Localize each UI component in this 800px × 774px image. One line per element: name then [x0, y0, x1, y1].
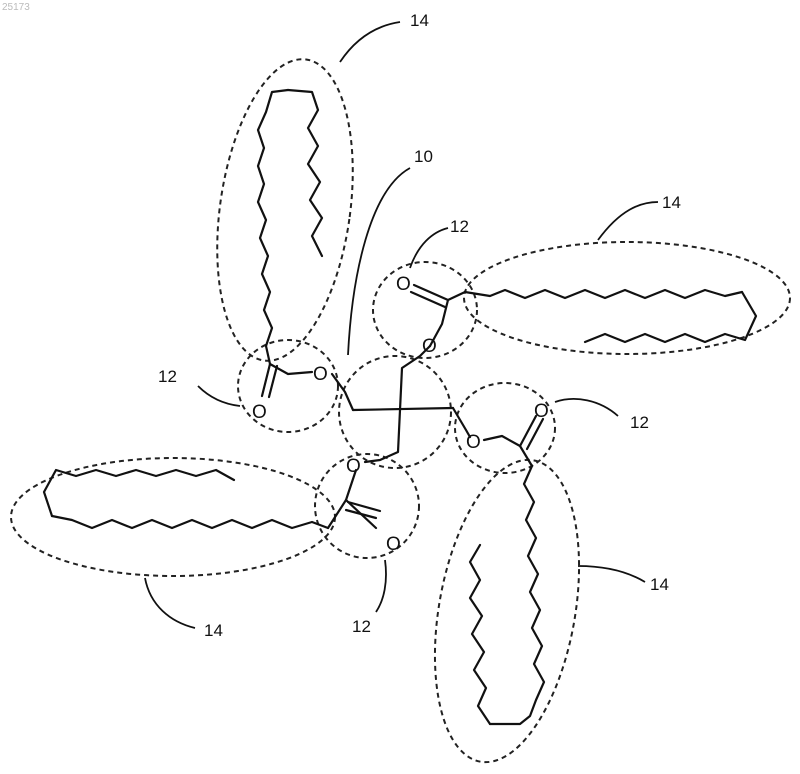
ref-label-ester-right: 12 — [630, 413, 649, 432]
chain-right-top-strand — [465, 290, 742, 298]
leader-ester-right-12 — [555, 399, 618, 416]
ester-bottom-bonds — [328, 470, 356, 528]
ref-label-ester-bottom: 12 — [352, 617, 371, 636]
ref-label-chain-top: 14 — [410, 11, 429, 30]
chain-right-bottom-strand — [585, 292, 756, 342]
leader-ester-bottom-12 — [376, 560, 386, 612]
leader-ester-tl-12 — [198, 386, 240, 406]
ester-bottom-oxygen: O — [346, 456, 361, 477]
figure-id-text: 25173 — [2, 2, 30, 13]
leader-chain-bl-14 — [145, 578, 195, 628]
ester-bottom-carbonyl-oxygen: O — [386, 534, 401, 555]
ref-label-ester-top-right: 12 — [450, 217, 469, 236]
ref-label-chain-bottom-right: 14 — [650, 575, 669, 594]
chain-bl-top-strand — [44, 470, 234, 516]
ester-enclosure-bottom — [315, 454, 419, 558]
ester-right-carbonyl-oxygen: O — [534, 401, 549, 422]
ester-tr-oxygen: O — [422, 336, 437, 357]
ester-tl-oxygen: O — [313, 364, 328, 385]
chain-top-left-strand — [258, 90, 288, 364]
leader-chain-right-14 — [598, 202, 658, 240]
ester-right-carbonyl-2 — [527, 419, 543, 449]
chain-enclosure-top — [199, 50, 370, 369]
ester-tl-carbonyl — [262, 364, 270, 396]
leader-chain-br-14 — [578, 566, 645, 582]
ester-bottom-carbonyl — [346, 510, 376, 518]
ester-right-bonds — [484, 436, 520, 446]
core-enclosure — [339, 356, 451, 468]
ester-tr-carbonyl — [414, 285, 448, 300]
leader-chain-top-14 — [340, 22, 400, 62]
ref-label-chain-bottom-left: 14 — [204, 621, 223, 640]
chain-br-left-strand — [470, 545, 490, 724]
ref-label-ester-top-left: 12 — [158, 367, 177, 386]
chain-top-right-strand — [288, 90, 322, 256]
chain-enclosure-right — [464, 242, 790, 354]
chain-bl-bottom-strand — [52, 516, 328, 528]
ester-tr-carbonyl-2 — [411, 292, 445, 307]
ester-tl-carbonyl-2 — [269, 366, 277, 397]
ref-label-chain-right: 14 — [662, 193, 681, 212]
ester-tl-carbonyl-oxygen: O — [252, 402, 267, 423]
ester-right-oxygen: O — [466, 432, 481, 453]
ref-label-core: 10 — [414, 147, 433, 166]
ester-tr-carbonyl-oxygen: O — [396, 274, 411, 295]
chain-br-right-strand — [490, 446, 544, 724]
leader-core-10 — [348, 168, 410, 355]
ester-enclosure-right — [455, 383, 555, 473]
core-bond-horizontal — [353, 408, 453, 410]
